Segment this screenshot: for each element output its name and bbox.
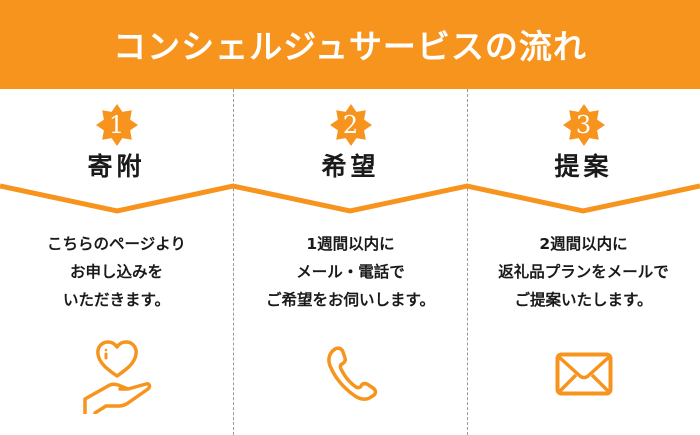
step-description: 2週間以内に 返礼品プランをメールで ご提案いたします。: [467, 230, 700, 314]
step-badge: 2: [329, 103, 373, 147]
step-title: 寄附: [87, 152, 146, 181]
description-line: いただきます。: [63, 291, 170, 309]
description-line: 2週間以内に: [539, 235, 628, 253]
step-number: 2: [342, 111, 359, 139]
step-description: 1週間以内に メール・電話で ご希望をお伺いします。: [234, 230, 467, 314]
description-line: 1週間以内に: [306, 235, 395, 253]
phone-icon: [326, 346, 377, 401]
step-description: こちらのページより お申し込みを いただきます。: [0, 230, 233, 314]
header-banner: コンシェルジュサービスの流れ: [0, 0, 700, 89]
step-2: 2 希望 1週間以内に メール・電話で ご希望をお伺いします。: [234, 89, 467, 435]
chevron-line: [0, 183, 700, 214]
step-number: 3: [575, 111, 592, 139]
step-number: 1: [108, 111, 125, 139]
page-title: コンシェルジュサービスの流れ: [113, 26, 587, 66]
column-divider: [233, 89, 234, 435]
step-badge: 3: [562, 103, 606, 147]
step-1: 1 寄附 こちらのページより お申し込みを いただきます。: [0, 89, 233, 435]
heart-hand-icon: [82, 340, 151, 414]
star-badge-icon: [95, 104, 138, 146]
description-line: お申し込みを: [69, 263, 163, 281]
description-line: 返礼品プランをメールで: [498, 263, 669, 281]
column-divider: [467, 89, 468, 435]
envelope-icon: [555, 352, 612, 396]
step-3: 3 提案 2週間以内に 返礼品プランをメールで ご提案いたします。: [467, 89, 700, 435]
star-badge-icon: [329, 104, 372, 146]
description-line: ご提案いたします。: [514, 291, 653, 309]
description-line: こちらのページより: [47, 235, 186, 253]
description-line: メール・電話で: [296, 263, 405, 281]
description-line: ご希望をお伺いします。: [266, 291, 435, 309]
star-badge-icon: [562, 104, 605, 146]
step-badge: 1: [95, 103, 139, 147]
step-title: 希望: [321, 152, 380, 181]
step-title: 提案: [554, 152, 613, 181]
